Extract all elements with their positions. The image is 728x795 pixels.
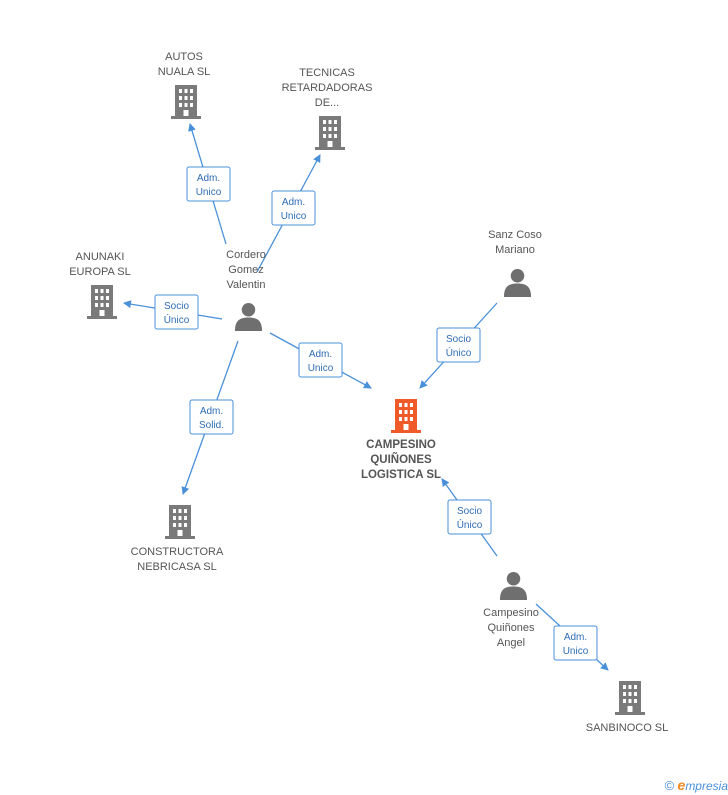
node-label: NUALA SL	[158, 66, 211, 78]
node-label: Mariano	[495, 244, 535, 256]
node-autos-nuala[interactable]: AUTOS NUALA SL	[158, 51, 211, 119]
node-label: CAMPESINO	[366, 439, 436, 451]
node-sanbinoco[interactable]: SANBINOCO SL	[586, 681, 669, 734]
person-icon	[499, 571, 528, 600]
node-constructora[interactable]: CONSTRUCTORA NEBRICASA SL	[131, 505, 224, 573]
node-label: Campesino	[483, 607, 539, 619]
edge-label-cordero-anunaki[interactable]: Socio Único	[154, 294, 199, 330]
person-icon	[234, 302, 263, 331]
building-icon	[171, 85, 201, 119]
node-label: LOGISTICA SL	[361, 469, 441, 481]
edge-label-cordero-tecnicas[interactable]: Adm. Unico	[271, 190, 316, 226]
building-icon	[615, 681, 645, 715]
node-label: Gomez	[228, 264, 263, 276]
node-label: NEBRICASA SL	[137, 561, 216, 573]
edge-label-line: Adm.	[200, 406, 223, 417]
edge-label-line: Único	[164, 313, 190, 326]
edge-label-line: Único	[446, 346, 472, 359]
node-tecnicas[interactable]: TECNICAS RETARDADORAS DE...	[282, 67, 373, 150]
node-label: SANBINOCO SL	[586, 722, 669, 734]
edge-label-line: Adm.	[282, 197, 305, 208]
node-label: ANUNAKI	[76, 251, 125, 263]
edge-label-line: Adm.	[564, 632, 587, 643]
node-label: DE...	[315, 97, 339, 109]
edge-label-line: Único	[457, 518, 483, 531]
edge-label-angel-campesino[interactable]: Socio Único	[447, 499, 492, 535]
edge-label-line: Adm.	[309, 349, 332, 360]
node-campesino-angel[interactable]: Campesino Quiñones Angel	[483, 571, 539, 649]
edge-labels-layer: Adm. Unico Adm. Unico Socio Único Adm. U…	[154, 166, 598, 661]
edge-label-angel-sanbinoco[interactable]: Adm. Unico	[553, 625, 598, 661]
node-cordero[interactable]: Cordero Gomez Valentin	[226, 249, 266, 331]
brand-name: mpresia	[685, 779, 728, 793]
edge-label-line: Unico	[196, 187, 222, 198]
edges-layer	[123, 123, 609, 671]
footer-brand: © empresia	[665, 777, 728, 793]
edge-label-line: Socio	[446, 334, 471, 345]
building-icon	[165, 505, 195, 539]
node-label: Sanz Coso	[488, 229, 542, 241]
node-label: Valentin	[227, 279, 266, 291]
edge-label-line: Socio	[457, 506, 482, 517]
building-icon	[87, 285, 117, 319]
node-label: AUTOS	[165, 51, 203, 63]
node-label: Angel	[497, 637, 525, 649]
node-label: TECNICAS	[299, 67, 355, 79]
node-label: RETARDADORAS	[282, 82, 373, 94]
node-label: EUROPA SL	[69, 266, 131, 278]
nodes-layer: AUTOS NUALA SL TECNICAS RETARDADORAS DE.…	[69, 51, 668, 734]
edge-label-line: Socio	[164, 301, 189, 312]
node-sanz[interactable]: Sanz Coso Mariano	[488, 229, 542, 297]
edge-label-sanz-campesino[interactable]: Socio Único	[436, 327, 481, 363]
building-icon	[315, 116, 345, 150]
node-label: Cordero	[226, 249, 266, 261]
edge-label-line: Unico	[281, 211, 307, 222]
edge-label-line: Solid.	[199, 420, 224, 431]
node-label: Quiñones	[487, 622, 535, 634]
node-campesino-logistica[interactable]: CAMPESINO QUIÑONES LOGISTICA SL	[361, 399, 441, 481]
person-icon	[503, 268, 532, 297]
edge-label-cordero-constructora[interactable]: Adm. Solid.	[189, 399, 234, 435]
node-anunaki[interactable]: ANUNAKI EUROPA SL	[69, 251, 131, 319]
node-label: CONSTRUCTORA	[131, 546, 224, 558]
copyright-symbol: ©	[664, 778, 675, 793]
edge-label-cordero-autos[interactable]: Adm. Unico	[186, 166, 231, 202]
brand-logo-e: e	[677, 777, 686, 793]
edge-label-line: Adm.	[197, 173, 220, 184]
node-label: QUIÑONES	[370, 453, 432, 466]
edge-label-line: Unico	[308, 363, 334, 374]
edge-label-cordero-campesino[interactable]: Adm. Unico	[298, 342, 343, 378]
edge-label-line: Unico	[563, 646, 589, 657]
building-icon-main	[391, 399, 421, 433]
